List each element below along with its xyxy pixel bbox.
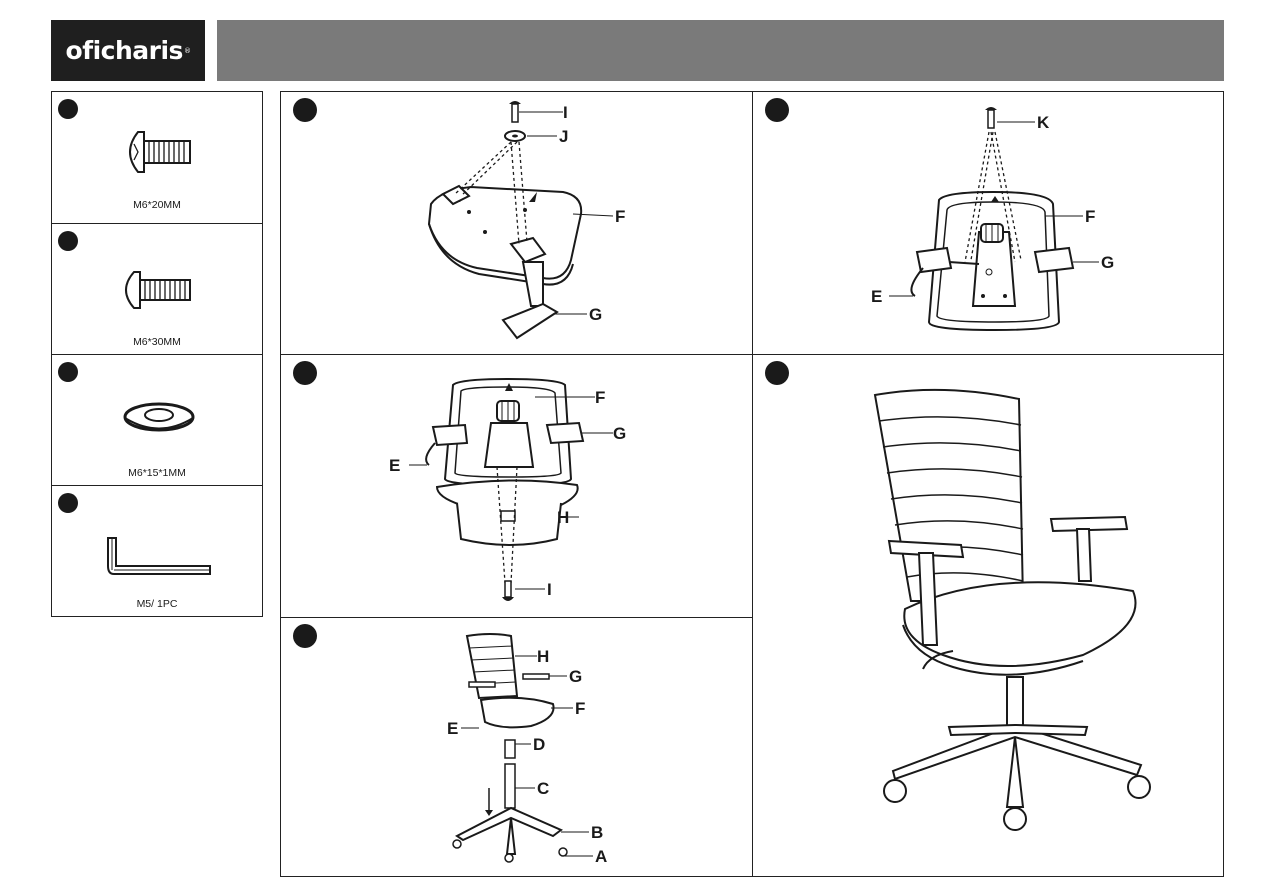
step-badge [765, 361, 789, 385]
part-badge [58, 362, 78, 382]
step-badge [293, 98, 317, 122]
parts-list: M6*20MM M6*30MM M6*15*1MM [51, 91, 263, 617]
part-label: M6*30MM [133, 336, 181, 348]
part-item-washer: M6*15*1MM [52, 355, 262, 486]
part-item-bolt-30: M6*30MM [52, 224, 262, 355]
part-badge [58, 493, 78, 513]
part-label: M5/ 1PC [136, 598, 178, 610]
step2-illustration: K F G E [871, 107, 1114, 332]
callout-a: A [595, 847, 607, 866]
callout-i: I [547, 580, 552, 599]
callout-e: E [871, 287, 882, 306]
bolt-icon [129, 131, 191, 173]
step4-illustration: H G F E D C B A [447, 633, 607, 866]
step-panel-3: F G E H I [280, 354, 753, 618]
assembled-chair-illustration [873, 388, 1151, 831]
allen-key-icon [107, 537, 211, 575]
step-badge [765, 98, 789, 122]
callout-i: I [563, 103, 568, 122]
brand-logo: oficharis® [51, 20, 205, 81]
washer-icon [123, 402, 195, 432]
callout-h: H [537, 647, 549, 666]
step-panel-1: I J F G [280, 91, 753, 355]
step1-illustration: I J F G [427, 101, 625, 340]
callout-e: E [447, 719, 458, 738]
callout-g: G [1101, 253, 1114, 272]
header-bar [217, 20, 1224, 81]
callout-g: G [613, 424, 626, 443]
callout-e: E [389, 456, 400, 475]
callout-h: H [557, 508, 569, 527]
callout-g: G [569, 667, 582, 686]
part-item-allen-key: M5/ 1PC [52, 486, 262, 618]
callout-j: J [559, 127, 568, 146]
step-panel-4: H G F E D C B A [280, 617, 753, 877]
callout-f: F [595, 388, 605, 407]
part-item-bolt-20: M6*20MM [52, 92, 262, 224]
trademark-mark: ® [183, 46, 191, 55]
part-label: M6*15*1MM [128, 467, 186, 479]
callout-f: F [615, 207, 625, 226]
callout-f: F [575, 699, 585, 718]
callout-f: F [1085, 207, 1095, 226]
callout-b: B [591, 823, 603, 842]
brand-name: oficharis [65, 36, 184, 65]
step-badge [293, 624, 317, 648]
part-label: M6*20MM [133, 199, 181, 211]
part-badge [58, 231, 78, 251]
callout-c: C [537, 779, 549, 798]
step3-illustration: F G E H I [389, 377, 626, 601]
part-badge [58, 99, 78, 119]
step-panel-2: K F G E [752, 91, 1224, 355]
callout-g: G [589, 305, 602, 324]
callout-d: D [533, 735, 545, 754]
callout-k: K [1037, 113, 1050, 132]
bolt-icon [125, 271, 191, 309]
step-panel-5 [752, 354, 1224, 877]
step-badge [293, 361, 317, 385]
